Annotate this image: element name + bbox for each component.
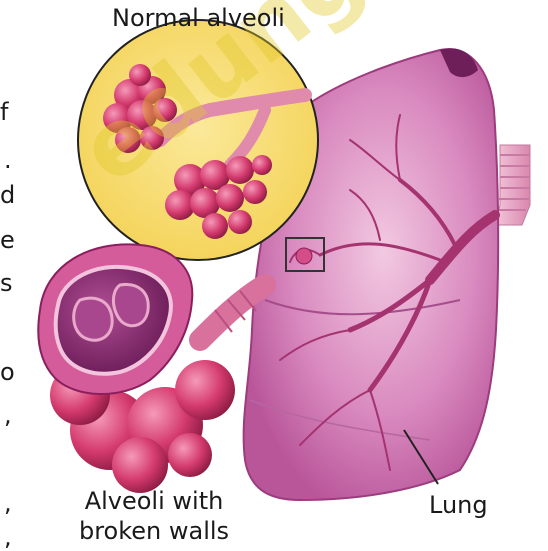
margin-char: . — [4, 145, 12, 175]
margin-char: e — [0, 225, 15, 255]
normal-alveoli-label: Normal alveoli — [112, 3, 285, 33]
lung-label: Lung — [429, 490, 488, 520]
trachea — [495, 145, 530, 225]
margin-char: s — [0, 268, 13, 298]
margin-char: d — [0, 180, 15, 210]
margin-char: , — [4, 488, 12, 518]
margin-char: , — [4, 522, 12, 551]
margin-char: f — [0, 97, 8, 127]
margin-char: , — [4, 400, 12, 430]
margin-char: o — [0, 357, 15, 387]
broken-alveoli-label: Alveoli with broken walls — [74, 486, 234, 546]
broken-alveoli-label-line1: Alveoli with — [74, 486, 234, 516]
damaged-alveoli — [38, 244, 265, 493]
broken-alveoli-label-line2: broken walls — [74, 516, 234, 546]
